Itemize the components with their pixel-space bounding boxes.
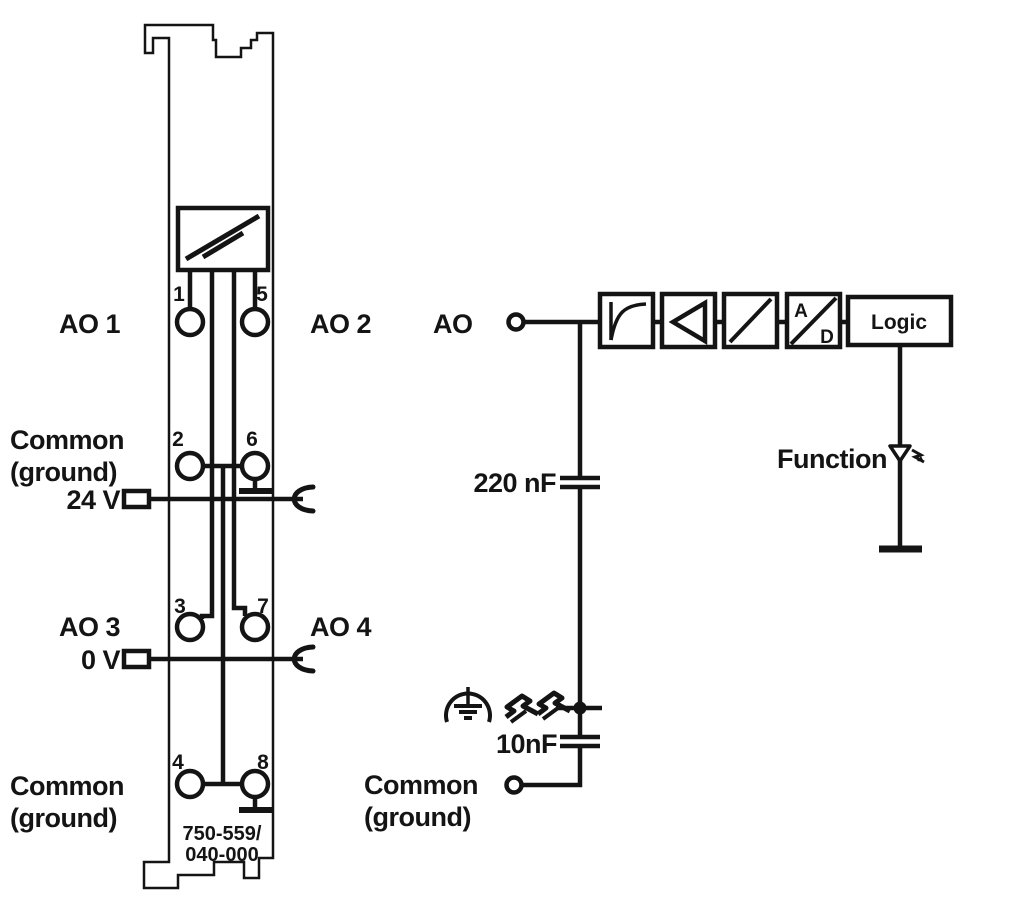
pin-7-terminal: [239, 611, 271, 643]
pin-number-7: 7: [257, 595, 269, 618]
signal-schematic: AO 220 nF: [364, 291, 954, 832]
function-block-chain: A D Logic: [597, 291, 954, 350]
supply-24v-connector: [121, 488, 152, 510]
din-rail-stroke-2: [536, 690, 572, 716]
io-module: 1 5 2 6 3 7 4 8 AO 1 AO 2 Common (ground…: [10, 23, 372, 890]
led-arrowhead: [917, 456, 924, 462]
pin-number-1: 1: [173, 283, 185, 306]
pin-terminals: [174, 306, 271, 800]
wire-bus-ao4: [231, 268, 248, 616]
supply-24v-socket-icon: [291, 484, 316, 514]
pin-8-terminal: [239, 768, 271, 800]
earth-icon: [444, 687, 492, 723]
pin-3-terminal: [174, 611, 206, 643]
din-rail-stroke-1: [504, 693, 540, 719]
label-ao1: AO 1: [59, 309, 121, 339]
da-slash-long: [184, 213, 261, 262]
label-function: Function: [777, 444, 887, 474]
amplifier-block: [659, 291, 718, 350]
label-common-schematic-2: (ground): [364, 802, 471, 832]
pin-number-5: 5: [256, 283, 268, 306]
label-common-bottom-2: (ground): [10, 803, 117, 833]
pin-number-2: 2: [172, 428, 184, 451]
led-icon: [888, 444, 925, 464]
converter-block: [721, 291, 780, 350]
logic-label: Logic: [871, 311, 927, 334]
din-rail-stroke-3: [509, 709, 528, 724]
pin-number-6: 6: [246, 428, 258, 451]
label-0v: 0 V: [81, 645, 121, 675]
capacitor-220nf: [560, 475, 600, 490]
pin-5-terminal: [239, 306, 271, 338]
earth-arc: [444, 691, 492, 723]
junction-dot: [573, 701, 587, 715]
amplifier-triangle: [668, 299, 708, 345]
label-common-bottom-1: Common: [10, 771, 124, 801]
label-ao2: AO 2: [310, 309, 371, 339]
pin-number-4: 4: [172, 751, 184, 774]
pin-4-terminal: [174, 768, 206, 800]
label-220nf: 220 nF: [473, 468, 556, 498]
pin-number-8: 8: [257, 751, 269, 774]
led-triangle: [888, 444, 912, 463]
ad-label-d: D: [820, 327, 834, 348]
ad-converter-block: A D: [784, 291, 843, 350]
pin-6-terminal: [239, 450, 271, 482]
label-ao4: AO 4: [310, 612, 372, 642]
ad-slash: [789, 296, 838, 346]
da-converter-symbol: [175, 205, 271, 273]
capacitor-10nf: [560, 734, 600, 749]
din-rail-stroke-4: [541, 706, 560, 721]
logic-box: [845, 294, 954, 348]
supply-0v-socket-icon: [291, 644, 316, 674]
label-common-schematic-1: Common: [364, 770, 478, 800]
label-24v: 24 V: [66, 485, 120, 515]
wire-bus-ao3: [199, 268, 215, 619]
da-slash-short: [201, 230, 245, 260]
label-common-top-2: (ground): [10, 457, 117, 487]
ad-label-a: A: [794, 301, 808, 322]
label-ao-terminal: AO: [433, 309, 473, 339]
common-terminal-circle: [504, 775, 524, 795]
pin-1-terminal: [174, 306, 206, 338]
part-number-line1: 750-559/: [183, 823, 262, 845]
internal-wiring: [187, 268, 272, 813]
filter-block: [597, 291, 656, 350]
pin-number-3: 3: [174, 595, 186, 618]
filter-box: [597, 291, 656, 350]
label-ao3: AO 3: [59, 612, 121, 642]
ao-terminal-circle: [506, 312, 526, 332]
function-led-branch: Function: [777, 345, 925, 553]
supply-24v: [121, 484, 316, 514]
filter-curve: [609, 302, 647, 341]
label-10nf: 10nF: [496, 729, 557, 759]
din-rail-icon: [504, 690, 572, 724]
converter-slash: [728, 297, 773, 344]
supply-0v: [121, 644, 316, 674]
label-common-top-1: Common: [10, 425, 124, 455]
part-number-line2: 040-000: [185, 844, 258, 866]
module-outline: [142, 23, 275, 890]
supply-0v-connector: [121, 648, 152, 670]
pin-2-terminal: [174, 450, 206, 482]
wire-to-common-terminal: [522, 746, 583, 788]
pin-numbers: 1 5 2 6 3 7 4 8: [172, 283, 269, 774]
logic-block: Logic: [845, 294, 954, 348]
